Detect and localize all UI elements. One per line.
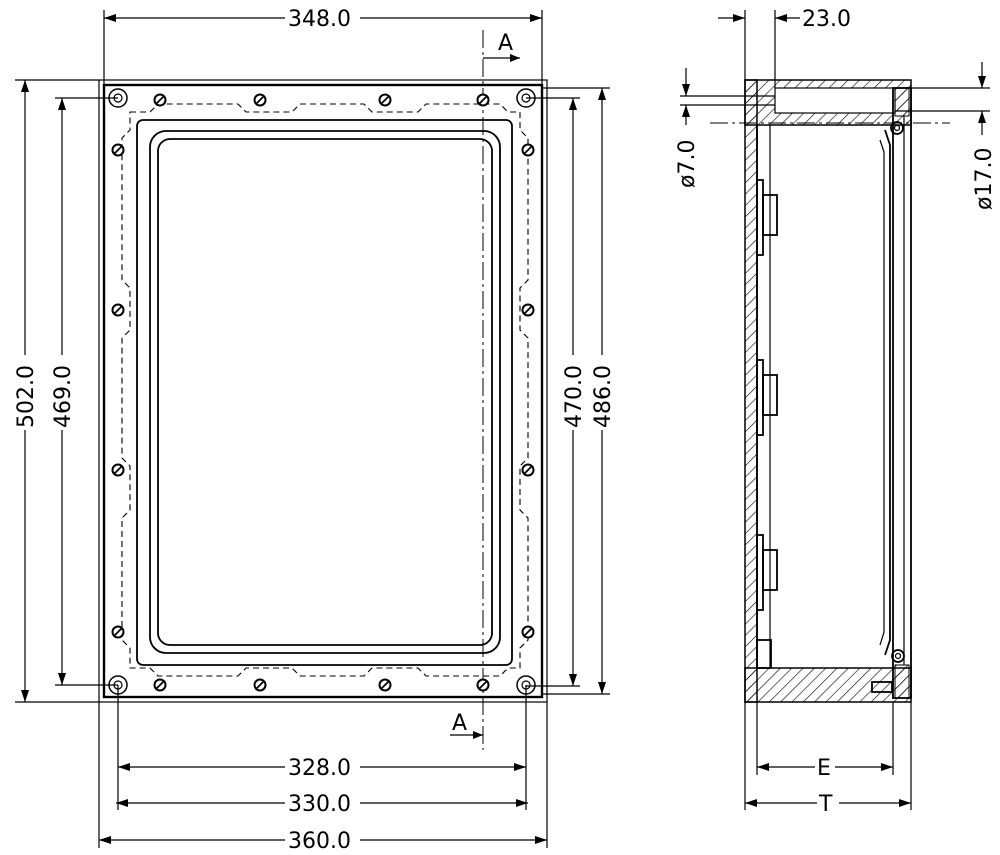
dim-top-width-label: 348.0: [288, 7, 351, 32]
dim-depth-total: T: [744, 702, 912, 817]
back-wall: [744, 79, 758, 703]
screw-slot: [523, 145, 533, 155]
door-outer: [892, 87, 912, 699]
door-glass-profile: [884, 129, 891, 656]
latch: [871, 681, 893, 693]
screw-slot: [255, 680, 265, 690]
door-hatch-top: [894, 87, 910, 117]
screw-slot: [380, 95, 390, 105]
outer-frame: [102, 83, 544, 699]
dim-top-offset: 23.0: [718, 7, 851, 88]
dim-hole-large: ø17.0: [895, 62, 997, 210]
screw-slot: [113, 465, 123, 475]
screw-slot: [478, 95, 488, 105]
screw-slot: [113, 627, 123, 637]
dim-right-outer-label: 486.0: [591, 365, 616, 428]
corner-hole-group: [108, 88, 536, 695]
screw-slot: [523, 465, 533, 475]
dim-depth-total-label: T: [818, 792, 833, 817]
dim-top-width: 348.0: [103, 7, 543, 85]
window-frame-outer: [136, 119, 513, 666]
dim-left-outer-label: 502.0: [14, 365, 39, 428]
dim-top-offset-label: 23.0: [802, 7, 851, 32]
bottom-wall: [744, 667, 912, 703]
screw-slot: [255, 95, 265, 105]
dim-right-inner: 470.0: [526, 97, 587, 687]
dim-depth-inner: E: [756, 702, 894, 781]
dim-hole-small-label: ø7.0: [675, 140, 700, 188]
dim-bottom-outer: 360.0: [98, 702, 548, 854]
door-hatch-bottom: [894, 664, 910, 699]
back-ribs: [756, 179, 778, 669]
screw-slot: [155, 680, 165, 690]
dim-bottom-middle-label: 330.0: [288, 792, 351, 817]
section-arrowhead-top: [510, 54, 520, 62]
window-glass: [157, 138, 493, 646]
screw-slot: [113, 305, 123, 315]
dim-bottom-middle: 330.0: [116, 792, 528, 817]
dim-left-inner: 469.0: [51, 97, 118, 686]
dim-hole-small: ø7.0: [675, 68, 775, 188]
top-wall-hole: [774, 87, 896, 114]
side-view: 23.0 ø7.0 ø17.0: [675, 7, 997, 817]
screw-slot: [523, 305, 533, 315]
gasket-outline: [121, 103, 529, 677]
hinge-top: [890, 121, 904, 135]
screw-slot: [380, 680, 390, 690]
screw-group: [111, 93, 535, 692]
section-mark-bottom: A: [452, 711, 467, 736]
dim-right-inner-label: 470.0: [562, 365, 587, 428]
screw-slot: [478, 680, 488, 690]
dim-depth-inner-label: E: [817, 756, 831, 781]
section-mark-top: A: [498, 31, 513, 56]
front-view: A A 348.0 328.0: [14, 7, 616, 854]
screw-slot: [155, 95, 165, 105]
frame-lip: [98, 79, 548, 703]
dim-bottom-outer-label: 360.0: [288, 829, 351, 854]
section-arrowhead-bottom: [473, 731, 483, 739]
dim-hole-large-label: ø17.0: [972, 148, 997, 210]
window-frame-mid: [149, 130, 501, 654]
screw-slot: [523, 627, 533, 637]
dim-left-outer: 502.0: [14, 79, 99, 703]
dim-left-inner-label: 469.0: [51, 365, 76, 428]
dim-right-outer: 486.0: [542, 87, 616, 695]
screw-slot: [113, 145, 123, 155]
dim-bottom-inner-label: 328.0: [288, 756, 351, 781]
dim-bottom-inner: 328.0: [117, 685, 527, 810]
hinge-bottom: [891, 649, 905, 663]
